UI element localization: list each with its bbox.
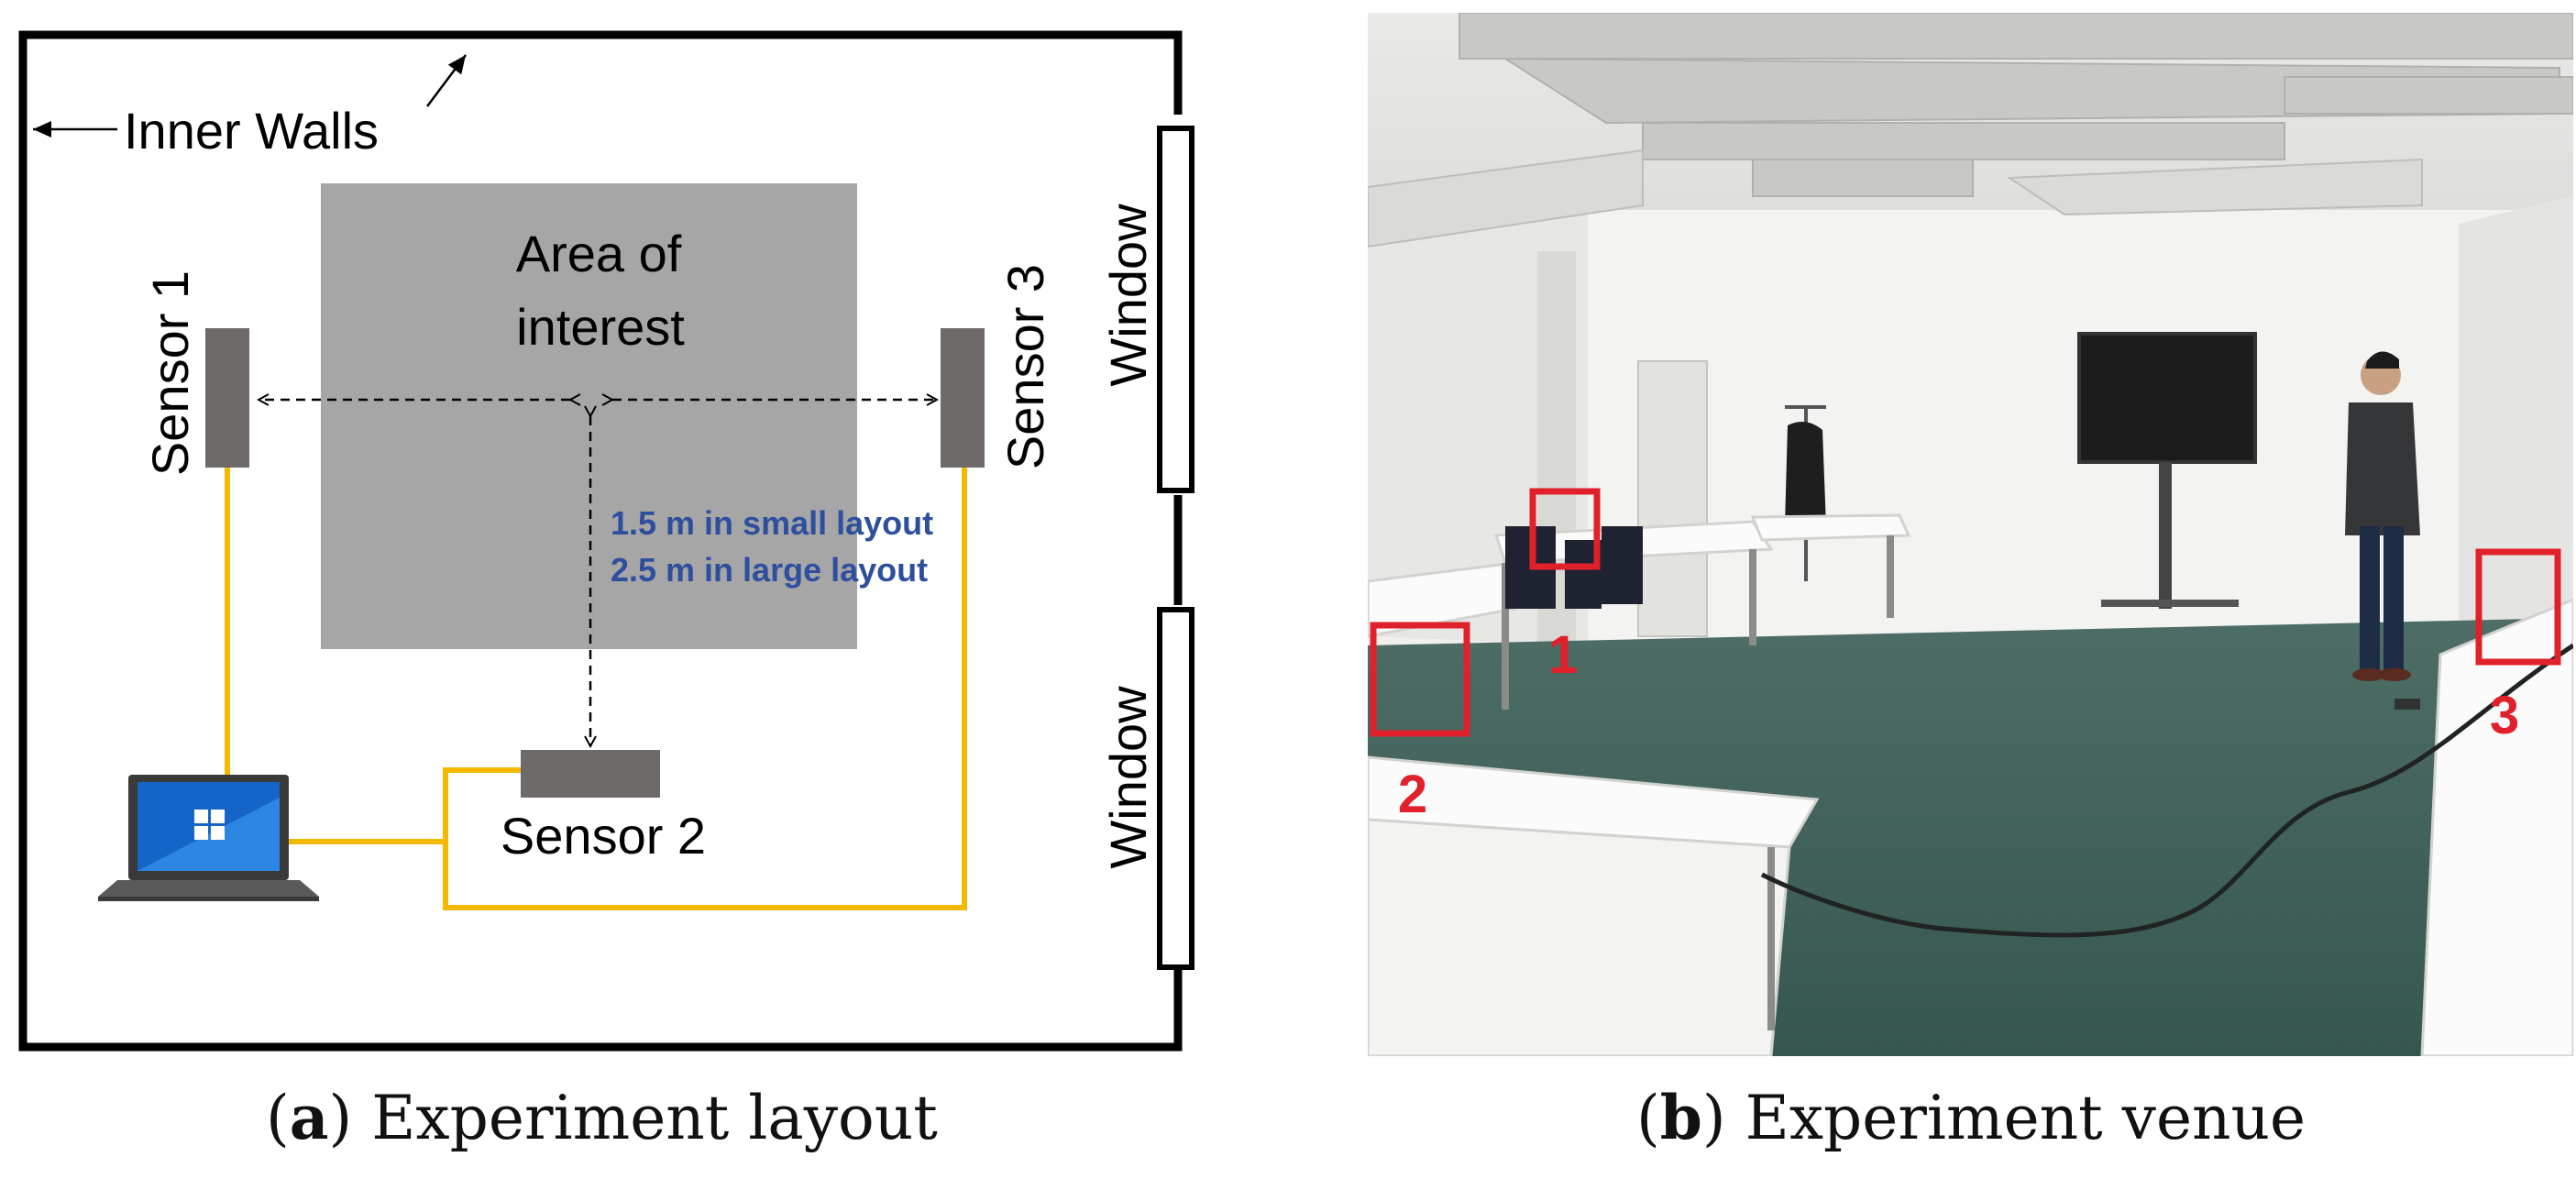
sensor-marker-label-2: 2: [1398, 765, 1427, 824]
caption-b-text: Experiment venue: [1745, 1083, 2306, 1153]
distance-small-label: 1.5 m in small layout: [611, 504, 933, 542]
caption-a: (a) Experiment layout: [266, 1082, 938, 1153]
sensor-1: [205, 328, 249, 468]
caption-a-text: Experiment layout: [371, 1083, 938, 1153]
window-top: [1157, 126, 1194, 493]
sensor-3: [941, 328, 985, 468]
window-bottom: [1157, 607, 1194, 970]
sensor-marker-1: [1529, 488, 1601, 570]
distance-arrows: [259, 400, 937, 746]
sensor-3-label: Sensor 3: [996, 264, 1054, 469]
window-top-label: Window: [1099, 204, 1157, 387]
sensor-marker-3: [2475, 548, 2561, 666]
sensor-marker-label-3: 3: [2490, 686, 2519, 745]
laptop-icon: [98, 775, 319, 901]
layout-diagram: Inner Walls Area of interest Sensor 1 Se…: [18, 30, 1194, 1052]
window-bottom-label: Window: [1099, 686, 1157, 869]
caption-b-letter: b: [1659, 1082, 1702, 1153]
inner-walls-label: Inner Walls: [124, 102, 379, 160]
area-of-interest-label-1: Area of: [516, 225, 682, 282]
caption-b: (b) Experiment venue: [1636, 1082, 2306, 1153]
sensor-marker-label-1: 1: [1548, 625, 1578, 685]
area-of-interest-label-2: interest: [516, 298, 685, 356]
cables: [225, 468, 967, 910]
venue-photo: 1 2 3: [1368, 13, 2573, 1056]
inner-walls: [18, 30, 1183, 1052]
sensor-marker-boxes: [1370, 488, 2561, 737]
sensor-2: [521, 750, 660, 798]
sensor-1-label: Sensor 1: [141, 270, 199, 476]
person-figure: [2345, 351, 2420, 681]
caption-a-letter: a: [289, 1082, 329, 1153]
wall-pointer-top: [426, 54, 467, 107]
distance-large-label: 2.5 m in large layout: [611, 551, 928, 589]
sensor-2-label: Sensor 2: [501, 807, 706, 865]
sensor-marker-2: [1370, 622, 1470, 737]
